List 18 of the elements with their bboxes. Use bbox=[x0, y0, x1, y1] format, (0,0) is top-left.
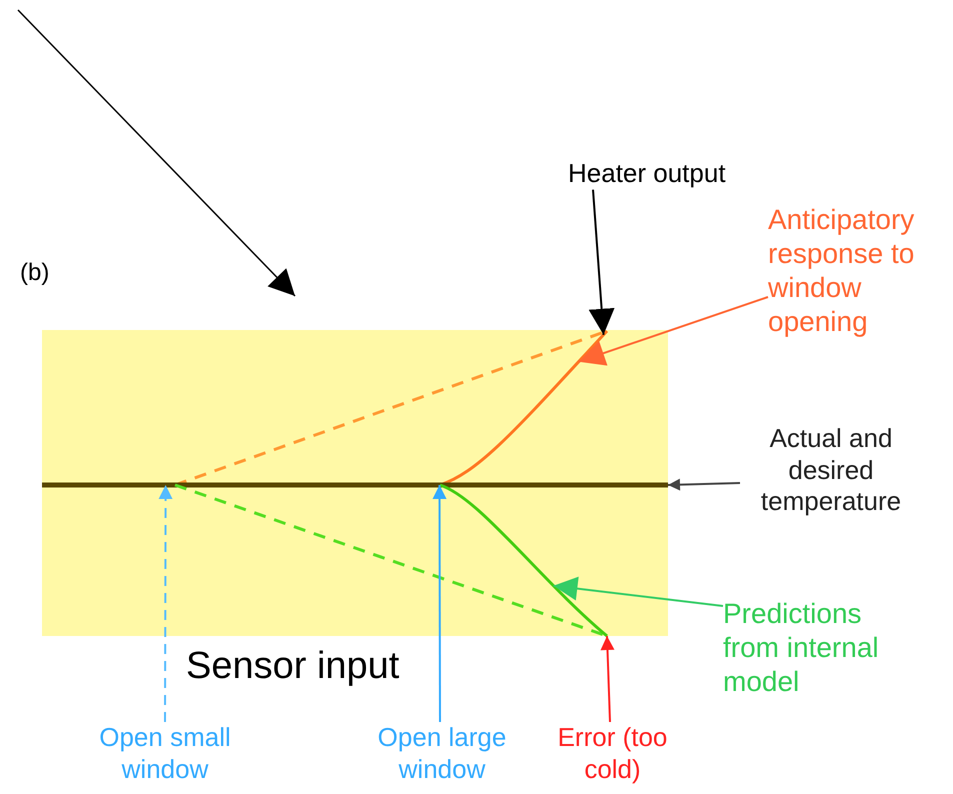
leader-arrow bbox=[600, 636, 614, 722]
temperature-label: Actual and desired temperature bbox=[740, 423, 922, 518]
leader-arrow bbox=[432, 485, 447, 722]
prediction-curves bbox=[174, 484, 608, 638]
leader-arrow bbox=[588, 190, 615, 335]
heater-output-label: Heater output bbox=[568, 158, 788, 190]
sensor-input-label: Sensor input bbox=[186, 644, 400, 689]
error-label: Error (too cold) bbox=[530, 722, 695, 786]
leader-arrow bbox=[158, 485, 173, 722]
event-label: Open large window bbox=[352, 722, 532, 786]
leader-arrow bbox=[553, 576, 724, 607]
temperature-line bbox=[42, 482, 668, 488]
response-label: Anticipatory response to window opening bbox=[768, 203, 948, 340]
panel-label: (b) bbox=[20, 258, 50, 288]
leader-arrow bbox=[668, 478, 740, 491]
event-label: Open small window bbox=[75, 722, 255, 786]
prediction-label: Predictions from internal model bbox=[723, 597, 923, 700]
leader-arrow bbox=[578, 296, 768, 366]
